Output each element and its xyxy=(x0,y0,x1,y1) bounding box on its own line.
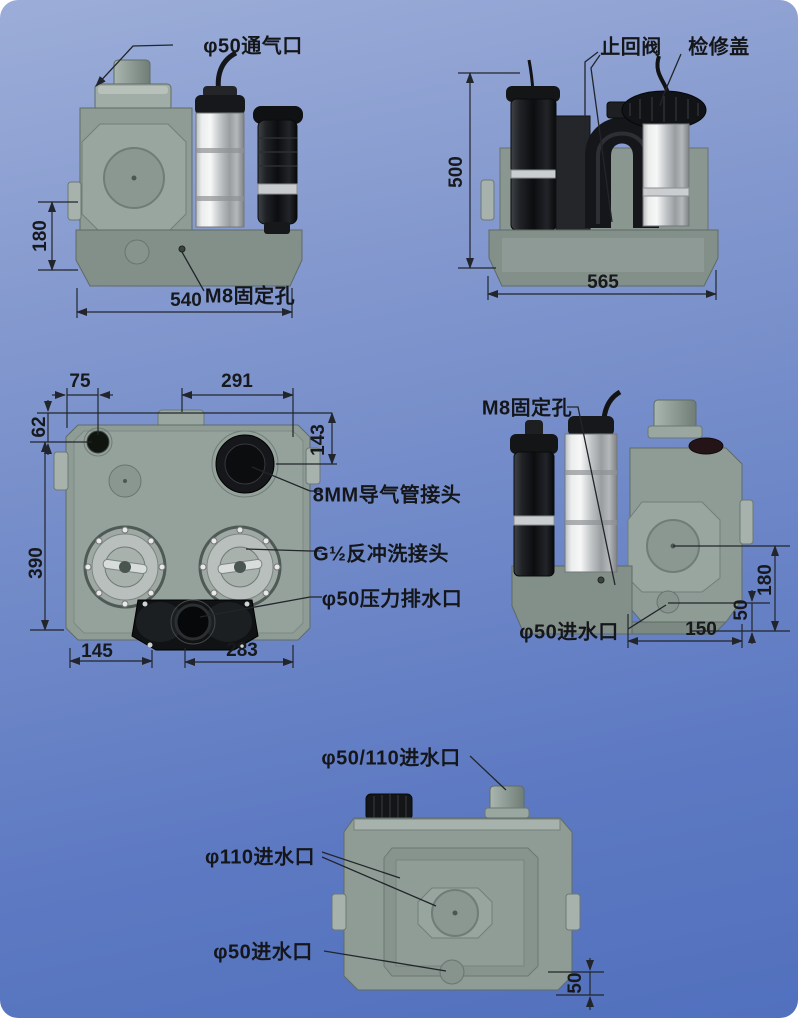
chrome-pump xyxy=(564,433,618,573)
chrome-pump xyxy=(195,112,245,228)
right-inlet-label: φ50进水口 xyxy=(519,621,619,644)
pressure-outlet-label: φ50压力排水口 xyxy=(321,588,463,611)
top-width-dimension: 291 xyxy=(221,371,253,392)
black-pump xyxy=(510,98,557,231)
small-inlet-label: φ50进水口 xyxy=(213,941,313,964)
side-height-dimension: 500 xyxy=(446,156,467,188)
right-low-inlet-dimension: 50 xyxy=(731,599,752,621)
low-inlet-port xyxy=(656,590,680,614)
right-inlet-height-dimension: 180 xyxy=(755,564,776,596)
right-m8-label: M8固定孔 xyxy=(481,397,573,420)
side-flange xyxy=(305,447,321,485)
front-view-drawing xyxy=(38,44,303,318)
side-flange xyxy=(739,499,754,545)
front-m8-label: M8固定孔 xyxy=(204,285,296,308)
top-bottom-right-dimension: 283 xyxy=(226,640,258,661)
black-pump xyxy=(513,451,555,577)
side-flange xyxy=(565,893,581,931)
m8-hole xyxy=(178,245,186,253)
combo-inlet-label: φ50/110进水口 xyxy=(321,747,461,770)
top-depth-dimension: 390 xyxy=(26,547,47,579)
backwash-connector-label: G½反冲洗接头 xyxy=(313,543,449,566)
m8-hole xyxy=(597,576,605,584)
right-inlet-offset-dimension: 150 xyxy=(685,619,717,640)
top-bottom-left-dimension: 145 xyxy=(81,641,113,662)
tank-base xyxy=(75,229,303,287)
pump-cable xyxy=(655,55,670,95)
top-edge-to-vent-dimension: 75 xyxy=(69,371,91,392)
air-tube-connector-label: 8MM导气管接头 xyxy=(312,484,462,507)
manhole-lid xyxy=(83,525,167,609)
rear-view-drawing xyxy=(321,755,604,1010)
top-offset-dimension: 62 xyxy=(29,416,50,438)
manhole-lid xyxy=(198,525,282,609)
top-port-offset-dimension: 143 xyxy=(308,424,329,456)
side-flange xyxy=(67,181,82,221)
side-flange xyxy=(331,893,347,931)
chrome-pump xyxy=(642,123,690,227)
side-flange xyxy=(53,451,69,491)
top-view-drawing xyxy=(30,388,337,668)
side-flange xyxy=(480,179,495,221)
side-width-dimension: 565 xyxy=(587,272,619,293)
check-valve-label: 止回阀 xyxy=(600,36,662,59)
inspection-cover-label: 检修盖 xyxy=(688,36,750,59)
side-view-drawing xyxy=(458,51,719,300)
black-valve xyxy=(257,119,298,225)
right-view-drawing xyxy=(510,389,790,648)
rear-bottom-inlet-dimension: 50 xyxy=(565,972,586,994)
front-width-dimension: 540 xyxy=(170,290,202,311)
front-vent-label: φ50通气口 xyxy=(203,35,303,58)
small-inlet-port xyxy=(439,959,465,985)
large-inlet-label: φ110进水口 xyxy=(204,846,316,869)
pressure-outlet-port xyxy=(174,603,212,641)
front-height-dimension: 180 xyxy=(30,220,51,252)
black-cap xyxy=(365,793,413,821)
